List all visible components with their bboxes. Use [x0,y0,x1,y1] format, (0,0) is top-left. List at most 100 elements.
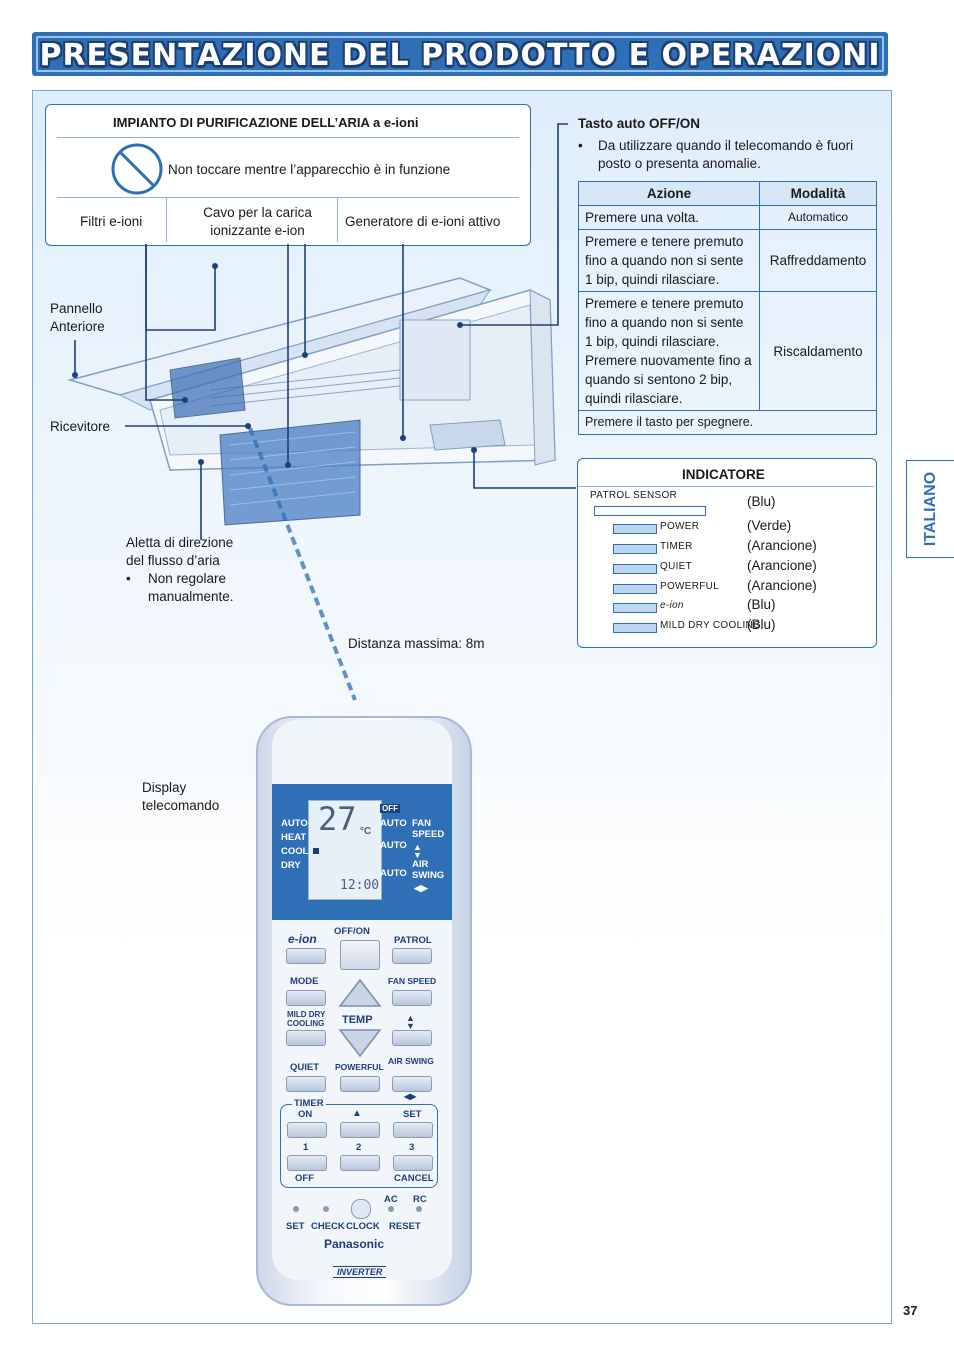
timer-down-button[interactable] [340,1155,380,1171]
label-front-panel: Pannello Anteriore [50,301,105,334]
remote-mode-cool: COOL [281,846,309,857]
auto-note-1: Da utilizzare quando il telecomando è fu… [598,138,854,153]
language-tab: ITALIANO [906,460,954,558]
timer-group [280,1104,438,1188]
label-flap-note-1: Non regolare [148,571,227,586]
temp-down-button[interactable] [338,1028,382,1058]
table-row: Premere una volta. Automatico [578,205,877,230]
timer-label: TIMER [292,1098,326,1109]
timer-2-label: 2 [356,1142,362,1153]
air-swing-label: AIR SWING [388,1056,434,1066]
mild-dry-label: MILD DRY COOLING [287,1010,326,1028]
ac-pinhole[interactable] [388,1206,394,1212]
auto-note-2: posto o presenta anomalie. [598,156,761,171]
remote-fan-speed-label: FAN SPEED [412,818,445,840]
page-number: 37 [903,1303,918,1318]
timer-3-label: 3 [409,1142,415,1153]
label-remote-display-1: Display [142,780,187,795]
fan-speed-button[interactable] [392,990,432,1006]
check-label: CHECK [311,1221,345,1232]
timer-up-button[interactable] [340,1122,380,1138]
table-row: Premere il tasto per spegnere. [578,410,877,435]
powerful-button[interactable] [340,1076,380,1092]
mode-label: MODE [290,976,319,987]
air-swing-button[interactable] [392,1076,432,1092]
rc-pinhole[interactable] [416,1206,422,1212]
table-header-mode: Modalità [759,181,877,206]
label-flap-2: del flusso d’aria [126,553,220,568]
table-row: Premere e tenere premuto fino a quando n… [578,291,877,411]
lcd-unit: °C [360,826,372,837]
rc-label: RC [413,1194,427,1205]
table-row: Premere e tenere premuto fino a quando n… [578,229,877,292]
timer-on-button[interactable] [287,1122,327,1138]
patrol-button[interactable] [392,948,432,964]
offon-label: OFF/ON [334,926,370,937]
remote-mode-auto: AUTO [281,818,308,829]
air-swing-lr-icon: ◀▶ [404,1092,417,1101]
label-receiver: Ricevitore [50,419,111,434]
table-cell-mode: Automatico [759,205,877,230]
clock-label: CLOCK [346,1221,380,1232]
timer-cancel-button[interactable] [393,1155,433,1171]
clock-button[interactable] [351,1199,371,1219]
table-header-action: Azione [578,181,760,206]
table-cell-mode: Riscaldamento [759,291,877,411]
timer-up-icon: ▲ [352,1108,362,1119]
title-bar: PRESENTAZIONE DEL PRODOTTO E OPERAZIONI [32,32,888,76]
quiet-button[interactable] [286,1076,326,1092]
timer-set-label: SET [403,1109,422,1120]
bullet-auto: • [578,138,583,153]
table-cell-action: Premere una volta. [578,205,760,230]
remote-air-swing-label: AIR SWING [412,859,445,881]
lcd-temperature: 27 [318,800,357,838]
remote-lcd [308,800,382,900]
lcd-off: OFF [380,804,400,813]
ac-label: AC [384,1194,398,1205]
timer-off-button[interactable] [287,1155,327,1171]
label-remote-display-2: telecomando [142,798,220,813]
page-title: PRESENTAZIONE DEL PRODOTTO E OPERAZIONI [39,38,881,73]
auto-mode-table: Azione Modalità Premere una volta. Autom… [578,181,877,435]
lcd-auto-2: AUTO [380,840,407,851]
timer-off-label: OFF [295,1173,314,1184]
updown-arrows-icon: ▲▼ [413,842,422,860]
fan-updown-button[interactable] [392,1030,432,1046]
brand-logo: Panasonic [324,1237,385,1251]
remote-mode-heat: HEAT [281,832,307,843]
bullet-flap: • [126,571,131,586]
eion-box [45,104,531,246]
timer-set-button[interactable] [393,1122,433,1138]
offon-button[interactable] [340,940,380,970]
fan-updown-icon: ▲▼ [406,1013,415,1031]
lcd-auto-3: AUTO [380,868,407,879]
powerful-label: POWERFUL [335,1062,384,1072]
leader-lines [72,123,576,701]
inverter-logo: INVERTER [333,1266,387,1278]
lcd-auto-1: AUTO [380,818,407,829]
set-small-label: SET [286,1221,305,1232]
auto-button-heading: Tasto auto OFF/ON [578,116,700,131]
timer-1-label: 1 [303,1142,309,1153]
set-pinhole[interactable] [293,1206,299,1212]
table-cell-mode: Raffreddamento [759,229,877,292]
mild-dry-button[interactable] [286,1030,326,1046]
eion-part-generator: Generatore di e-ioni attivo [345,214,501,229]
remote-mode-dry: DRY [281,860,301,871]
eion-label: e-ion [288,932,317,946]
eion-button[interactable] [286,948,326,964]
check-pinhole[interactable] [323,1206,329,1212]
reset-label: RESET [389,1221,421,1232]
label-flap-note-2: manualmente. [148,589,234,604]
table-cell-action: Premere e tenere premuto fino a quando n… [578,229,760,292]
indicator-patrol: PATROL SENSOR (Blu) [590,490,850,516]
fan-speed-label: FAN SPEED [388,976,437,986]
temp-up-button[interactable] [338,978,382,1008]
quiet-label: QUIET [290,1062,320,1073]
eion-warning: Non toccare mentre l’apparecchio è in fu… [168,162,451,177]
eion-part-filters: Filtri e-ioni [80,214,143,229]
label-distance: Distanza massima: 8m [348,636,485,651]
mode-button[interactable] [286,990,326,1006]
lcd-time: 12:00 [340,878,380,893]
table-footer: Premere il tasto per spegnere. [578,410,877,435]
